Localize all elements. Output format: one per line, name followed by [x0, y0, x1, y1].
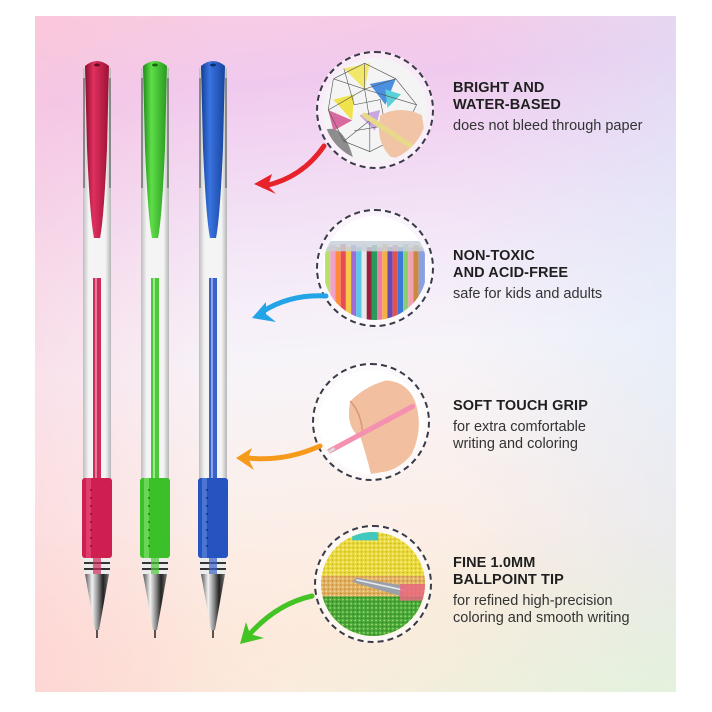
orange-arrow-icon — [234, 438, 324, 478]
blue-gel-pen — [196, 58, 230, 638]
feature-description: safe for kids and adults — [453, 286, 603, 302]
pen-blue-illustration — [198, 61, 228, 638]
geometric-coloring-illustration — [323, 58, 427, 162]
feature-image-grip — [312, 363, 430, 481]
product-infographic — [35, 16, 676, 692]
feature-image-refills — [316, 209, 434, 327]
green-arrow-icon — [236, 590, 316, 650]
pen-green-illustration — [140, 61, 170, 638]
red-arrow-icon — [252, 140, 332, 200]
pen-red-illustration — [82, 61, 112, 638]
infographic-content — [35, 16, 676, 692]
feature-title: SOFT TOUCH GRIP — [453, 398, 588, 414]
blue-arrow-icon — [250, 290, 330, 330]
green-gel-pen — [138, 58, 172, 638]
feature-image-coloring — [316, 51, 434, 169]
red-gel-pen — [80, 58, 114, 638]
refill-bundle-illustration — [323, 216, 427, 320]
hand-holding-pen-illustration — [319, 370, 423, 474]
feature-description: does not bleed through paper — [453, 118, 643, 134]
feature-image-tip — [314, 525, 432, 643]
